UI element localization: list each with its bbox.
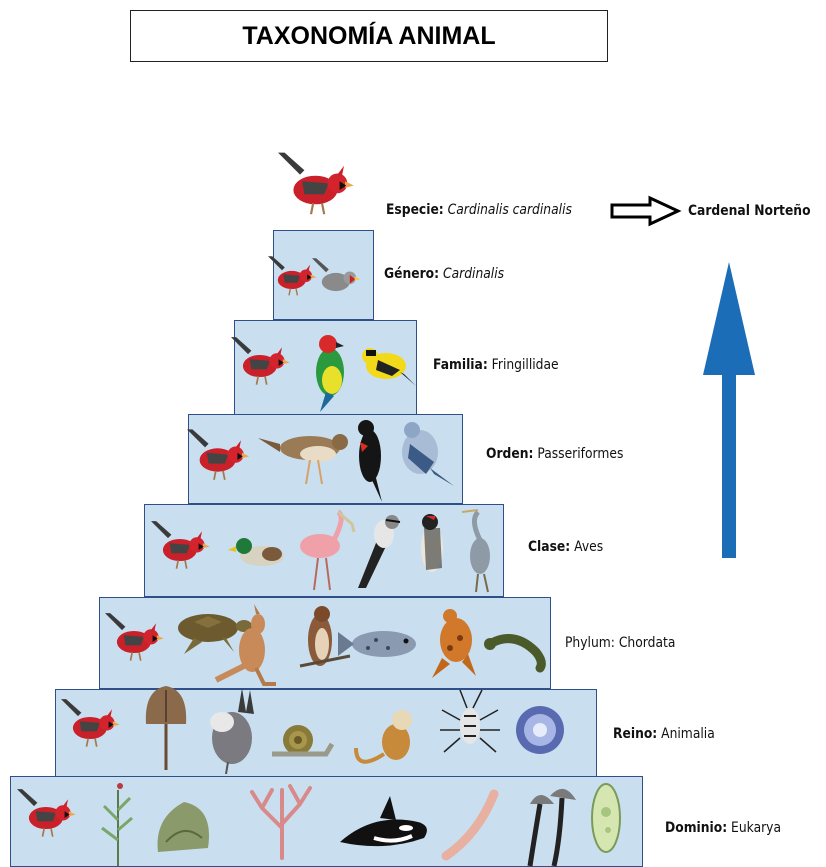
level-label-orden: Orden: Passeriformes [486, 446, 623, 462]
thrush-icon [258, 434, 348, 484]
cardinal-icon [151, 521, 210, 569]
goldfinch-icon [362, 348, 416, 386]
sea-anemone-icon [516, 706, 564, 754]
orca-icon [340, 796, 427, 846]
monkey-icon [356, 710, 412, 762]
grouse-icon [210, 688, 254, 774]
level-label-phylum: Phylum: Chordata [565, 635, 675, 651]
coral-icon [252, 786, 310, 858]
common-name-label: Cardenal Norteño [688, 203, 811, 219]
cardinal-icon [17, 789, 76, 837]
frog-icon [432, 609, 476, 678]
woodpecker-icon [421, 514, 443, 572]
snail-icon [272, 725, 332, 755]
worm-icon [446, 794, 494, 856]
cardinal-icon [231, 337, 290, 385]
beetle-icon [440, 690, 500, 752]
fish-icon [338, 631, 416, 657]
arrow-up-icon [703, 262, 755, 558]
level-label-clase: Clase: Aves [528, 539, 603, 555]
plant-icon [102, 783, 132, 866]
fungus-icon [158, 802, 209, 852]
paramecium-icon [592, 784, 620, 852]
kangaroo-icon [216, 604, 276, 684]
level-label-especie: Especie: Cardinalis cardinalis [386, 202, 572, 218]
cardinal-icon [105, 613, 164, 661]
salamander-icon [484, 638, 541, 668]
pyrrhuloxia-icon [312, 258, 360, 291]
mushroom-icon [530, 789, 576, 866]
level-label-reino: Reino: Animalia [613, 726, 715, 742]
shrike-icon [358, 515, 400, 588]
cardinal-icon [268, 256, 316, 295]
level-label-genero: Género: Cardinalis [384, 266, 504, 282]
duck-icon [228, 538, 284, 566]
level-label-dominio: Dominio: Eukarya [665, 820, 781, 836]
cardinal-icon [278, 153, 354, 215]
cardinal-icon [61, 699, 120, 747]
spoonbill-icon [300, 512, 354, 590]
blackbird-icon [358, 420, 382, 502]
heron-icon [462, 510, 490, 592]
tanager-icon [316, 335, 344, 412]
cardinal-icon [187, 429, 249, 479]
level-label-familia: Familia: Fringillidae [433, 357, 559, 373]
arrow-right-icon [612, 198, 678, 224]
horseshoe-crab-icon [146, 686, 186, 770]
bluebird-icon [402, 422, 454, 486]
